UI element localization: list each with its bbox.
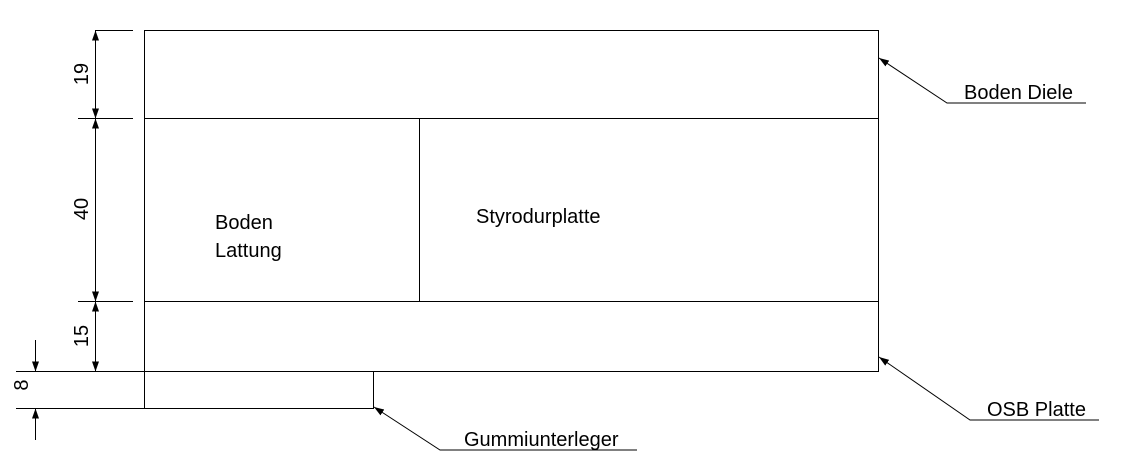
label-styrodurplatte: Styrodurplatte: [476, 206, 601, 228]
label-boden-diele: Boden Diele: [964, 82, 1073, 104]
label-gummiunterleger: Gummiunterleger: [464, 429, 619, 451]
dimension-text-19: 19: [71, 63, 93, 85]
boden-diele-layer: [144, 30, 879, 119]
gummi-layer: [144, 371, 374, 409]
leader-boden-diele: [878, 57, 1086, 104]
dimension-text-40: 40: [71, 198, 93, 220]
dimension-text-15: 15: [71, 325, 93, 347]
label-boden-lattung-line2: Lattung: [215, 240, 282, 262]
leader-gummiunterleger: [373, 406, 637, 451]
osb-layer: [144, 301, 879, 372]
dimension-text-8: 8: [11, 379, 33, 390]
leader-osb-platte: [878, 356, 1099, 421]
label-boden-lattung-line1: Boden: [215, 212, 273, 234]
label-osb-platte: OSB Platte: [987, 399, 1086, 421]
